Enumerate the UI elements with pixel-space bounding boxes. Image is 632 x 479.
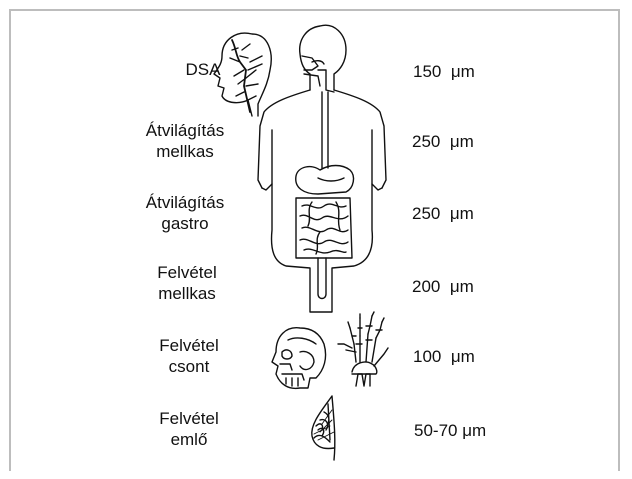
breast-icon xyxy=(312,396,335,460)
row-value-felvetel-mellkas: 200 μm xyxy=(412,276,474,297)
row-value-atvilagitas-mellkas: 250 μm xyxy=(412,131,474,152)
row-value-dsa: 150 μm xyxy=(413,61,475,82)
row-label-dsa: DSA xyxy=(128,59,278,80)
hand-skeleton-icon xyxy=(338,312,388,386)
skull-icon xyxy=(272,328,326,389)
row-value-atvilagitas-gastro: 250 μm xyxy=(412,203,474,224)
row-label-felvetel-mellkas: Felvétel mellkas xyxy=(112,262,262,304)
row-label-felvetel-emlo: Felvétel emlő xyxy=(114,408,264,450)
row-label-atvilagitas-gastro: Átvilágítás gastro xyxy=(110,192,260,234)
row-value-felvetel-emlo: 50-70 μm xyxy=(414,420,486,441)
row-label-felvetel-csont: Felvétel csont xyxy=(114,335,264,377)
row-label-atvilagitas-mellkas: Átvilágítás mellkas xyxy=(110,120,260,162)
row-value-felvetel-csont: 100 μm xyxy=(413,346,475,367)
